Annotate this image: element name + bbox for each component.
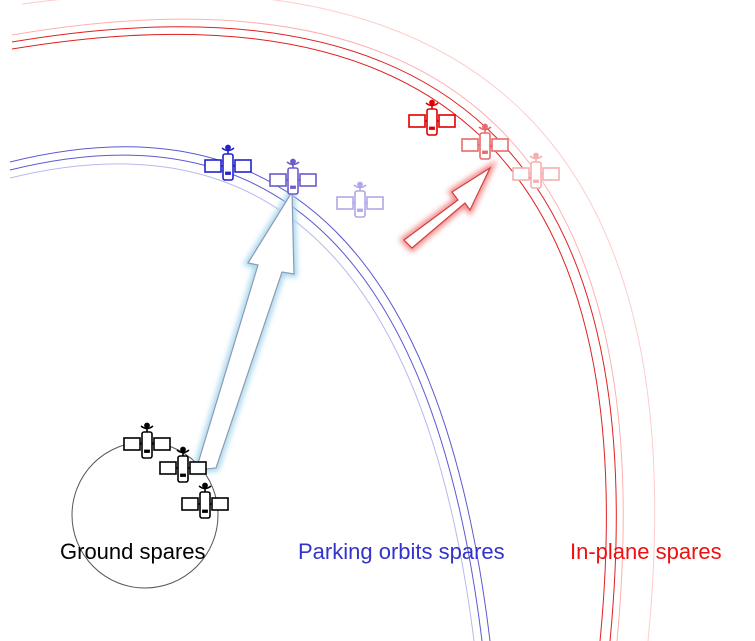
satellite-icon — [408, 99, 456, 136]
satellite-icon — [204, 144, 252, 181]
in-plane-spares-label: In-plane spares — [570, 539, 722, 564]
satellite-icon — [461, 123, 509, 160]
parking-orbits-spares-label: Parking orbits spares — [298, 539, 505, 564]
parking-orbit — [9, 146, 491, 641]
satellite-icon — [269, 158, 317, 195]
satellite-icon — [512, 152, 560, 189]
transfer-arrow-icon — [191, 181, 298, 474]
satellite-icon — [181, 482, 229, 519]
transfer-arrow-icon — [399, 159, 498, 253]
satellite-icon — [336, 181, 384, 218]
ground-spares-label: Ground spares — [60, 539, 206, 564]
satellite-icon — [123, 422, 171, 459]
